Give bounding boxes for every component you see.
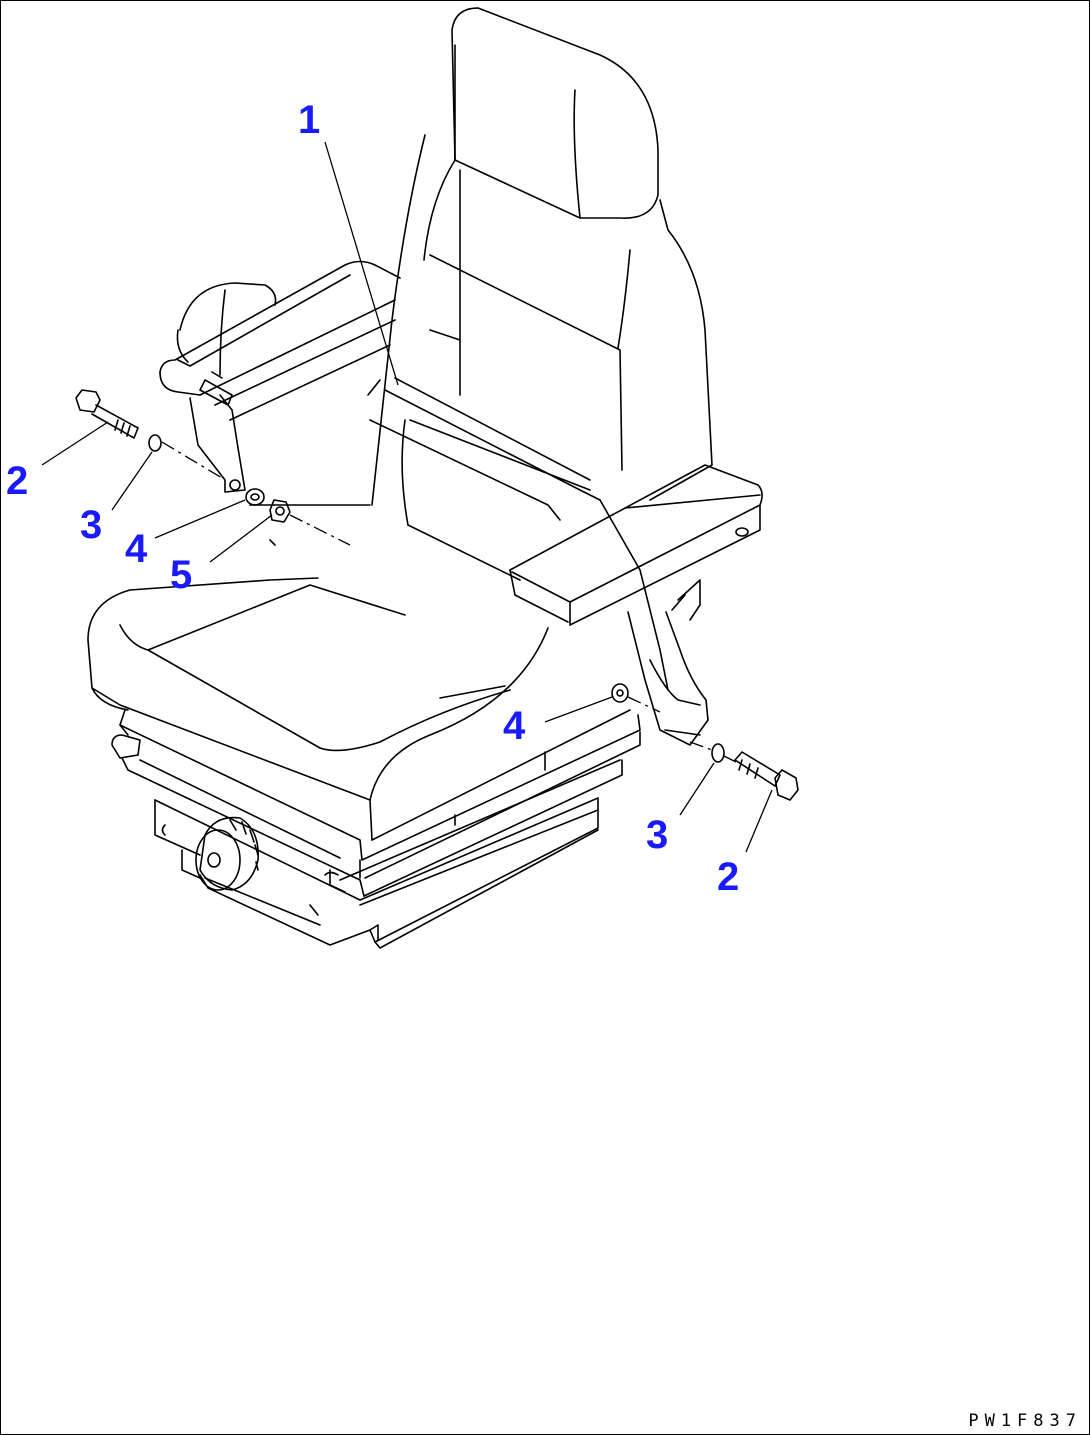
adjustment-knob: [195, 816, 259, 891]
right-armrest: [509, 464, 763, 626]
right-armrest-arm: [599, 499, 709, 746]
headrest: [451, 7, 659, 219]
callout-4-left: 4: [125, 527, 148, 571]
callout-2-left: 2: [6, 459, 28, 503]
spacer-right: [611, 683, 629, 703]
bolt-right: [734, 751, 799, 801]
callout-4-right: 4: [503, 704, 526, 748]
callout-3-right: 3: [646, 813, 668, 857]
spacer-left: [245, 488, 265, 506]
callout-5: 5: [170, 553, 192, 597]
center-lines: [161, 441, 737, 763]
callout-leaders: [41, 141, 773, 853]
callouts: 1 2 3 4 5 4 3 2: [6, 98, 739, 899]
washer-left: [148, 434, 162, 452]
callout-3-left: 3: [80, 503, 102, 547]
left-armrest-bracket: [189, 371, 246, 493]
drawing-reference-code: PW1F837: [968, 1411, 1082, 1431]
callout-1: 1: [298, 98, 320, 142]
callout-2-right: 2: [717, 855, 739, 899]
cross-bar: [367, 377, 601, 521]
bolt-left: [75, 389, 139, 439]
backrest: [371, 134, 713, 581]
seat-cushion: [87, 504, 631, 841]
left-armrest: [159, 260, 401, 421]
nut-left: [269, 499, 291, 523]
washer-right: [711, 743, 725, 763]
